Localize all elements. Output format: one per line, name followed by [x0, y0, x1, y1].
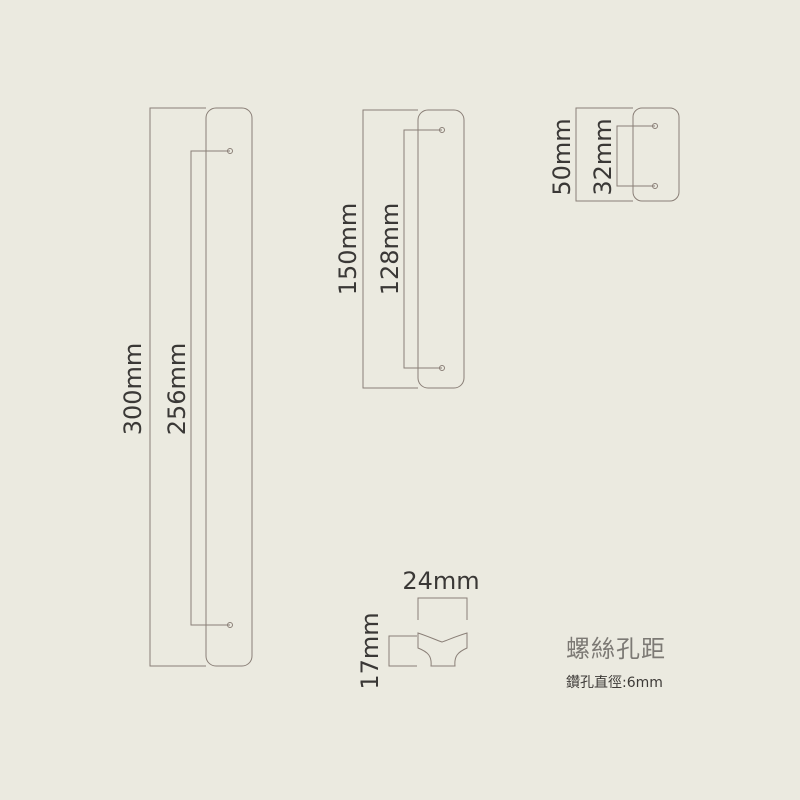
- handle-50mm: [575, 107, 680, 202]
- handle-150-length-label: 150mm: [334, 202, 362, 296]
- side-profile-shape: [417, 632, 468, 667]
- handle-50-length-label: 50mm: [548, 118, 576, 196]
- side-profile-height-bracket: [388, 635, 417, 667]
- handle-50-spacing-bracket: [616, 125, 655, 187]
- handle-300-body: [205, 107, 253, 667]
- side-profile-width-bracket: [417, 597, 468, 620]
- handle-300-spacing-label: 256mm: [163, 342, 191, 436]
- handle-300-top-hole-icon: [227, 148, 233, 154]
- handle-300-bottom-hole-icon: [227, 622, 233, 628]
- handle-50-bottom-hole-icon: [652, 183, 658, 189]
- caption-subtitle: 鑽孔直徑:6mm: [566, 675, 663, 691]
- handle-150-top-hole-icon: [439, 127, 445, 133]
- side-profile-height-label: 17mm: [356, 612, 384, 690]
- handle-300-spacing-bracket: [190, 150, 230, 626]
- caption-title: 螺絲孔距: [566, 635, 666, 663]
- handle-50-top-hole-icon: [652, 123, 658, 129]
- handle-50-spacing-label: 32mm: [589, 118, 617, 196]
- handle-300-length-bracket: [149, 107, 206, 667]
- side-profile: [388, 597, 468, 667]
- handle-150-spacing-bracket: [403, 129, 442, 369]
- handle-150mm: [362, 109, 465, 389]
- handle-150-spacing-label: 128mm: [376, 202, 404, 296]
- handle-300-length-label: 300mm: [119, 342, 147, 436]
- handle-150-bottom-hole-icon: [439, 365, 445, 371]
- side-profile-width-label: 24mm: [402, 567, 480, 595]
- handle-300mm: [149, 107, 253, 667]
- handle-150-body: [417, 109, 465, 389]
- handle-50-body: [632, 107, 680, 202]
- handle-150-length-bracket: [362, 109, 418, 389]
- handle-50-length-bracket: [575, 107, 633, 202]
